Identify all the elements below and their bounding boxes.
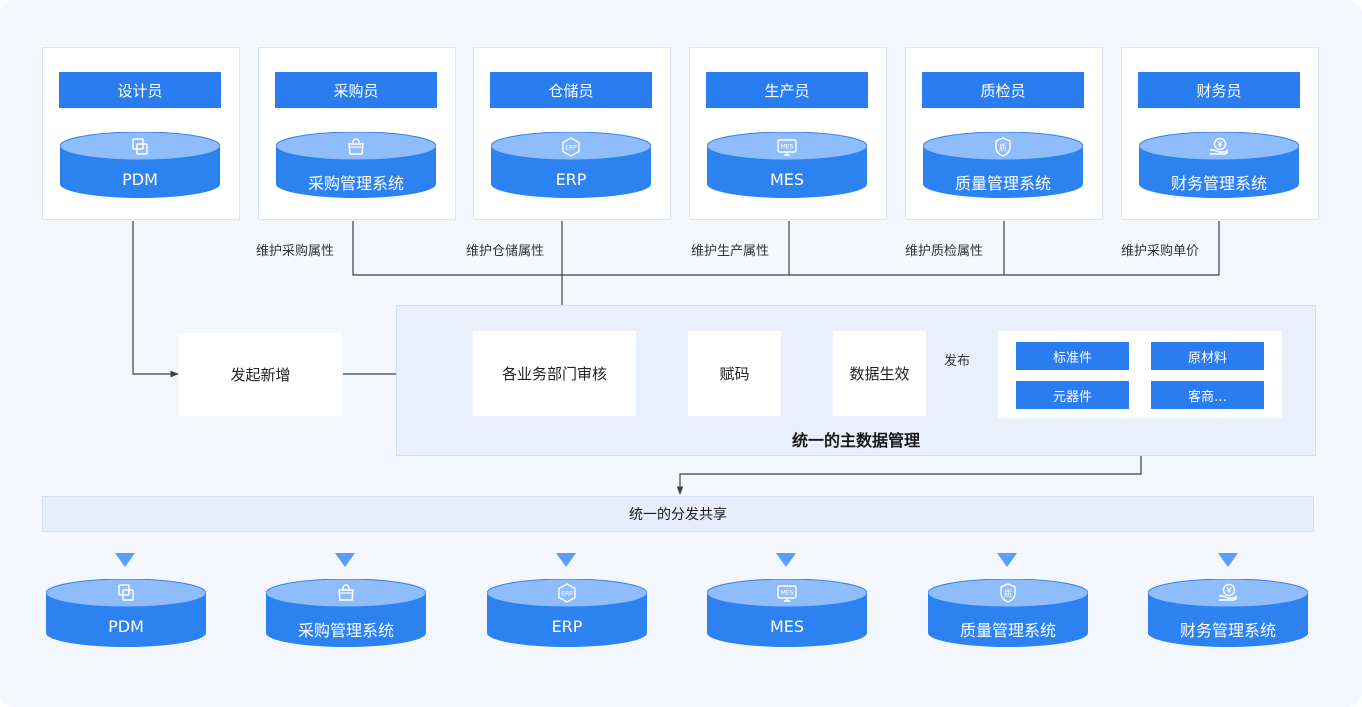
down-arrow-icon — [997, 553, 1017, 567]
role-label: 财务员 — [1138, 72, 1300, 108]
shopping-basket-icon — [338, 584, 354, 601]
wire-pdm-to-initiate — [132, 221, 179, 378]
system-cylinder-procurement: 采购管理系统 — [276, 132, 436, 198]
role-card-finance: 财务员 财务管理系统 — [1121, 47, 1319, 220]
down-arrow-icon — [776, 553, 796, 567]
system-name: 质量管理系统 — [959, 621, 1056, 640]
step-initiate: 发起新增 — [179, 333, 342, 416]
pdm-layers-icon — [132, 138, 148, 155]
system-name: 财务管理系统 — [1179, 621, 1276, 640]
target-cylinder-procurement: 采购管理系统 — [266, 579, 426, 647]
system-cylinder-quality: 质 质量管理系统 — [923, 132, 1083, 198]
finance-hand-coin-icon — [1210, 137, 1229, 155]
edge-label-purchase-price: 维护采购单价 — [1121, 244, 1200, 259]
down-arrow-icon — [1218, 553, 1238, 567]
distribution-bar: 统一的分发共享 — [42, 496, 1314, 532]
step-data-activate: 数据生效 — [833, 331, 926, 416]
role-label: 仓储员 — [490, 72, 652, 108]
panel-title: 统一的主数据管理 — [791, 431, 920, 450]
quality-icon-text: 质 — [1004, 589, 1012, 599]
edge-label-production-attr: 维护生产属性 — [691, 244, 770, 259]
role-label: 生产员 — [706, 72, 868, 108]
role-card-purchaser: 采购员 采购管理系统 — [258, 47, 456, 220]
edge-label-storage-attr: 维护仓储属性 — [466, 244, 545, 259]
system-cylinder-finance: 财务管理系统 — [1139, 132, 1299, 198]
role-label: 质检员 — [922, 72, 1084, 108]
system-name: 采购管理系统 — [297, 621, 394, 640]
role-card-production: 生产员 MES MES — [689, 47, 887, 220]
system-cylinder-mes: MES MES — [707, 132, 867, 198]
target-cylinder-pdm: PDM — [46, 579, 206, 647]
mes-icon-text: MES — [781, 590, 794, 597]
finance-hand-coin-icon — [1219, 583, 1238, 601]
published-data-types: 标准件 原材料 元器件 客商… — [998, 331, 1282, 418]
down-arrow-icon — [115, 553, 135, 567]
shopping-basket-icon — [348, 138, 364, 155]
system-name: 财务管理系统 — [1170, 174, 1267, 193]
target-cylinder-mes: MES MES — [707, 579, 867, 647]
step-assign-code: 赋码 — [688, 331, 781, 416]
target-cylinder-finance: 财务管理系统 — [1148, 579, 1308, 647]
step-department-review: 各业务部门审核 — [473, 331, 636, 416]
data-type-components: 元器件 — [1016, 381, 1129, 409]
down-arrow-icon — [335, 553, 355, 567]
mes-monitor-icon: MES — [777, 585, 797, 602]
role-label: 设计员 — [59, 72, 221, 108]
system-name: 采购管理系统 — [307, 174, 404, 193]
down-arrow-icon — [556, 553, 576, 567]
system-name: PDM — [108, 617, 144, 636]
system-cylinder-pdm: PDM — [60, 132, 220, 198]
data-type-raw-materials: 原材料 — [1151, 342, 1264, 370]
mes-monitor-icon: MES — [777, 139, 797, 156]
mes-icon-text: MES — [781, 144, 794, 151]
data-type-standard-parts: 标准件 — [1016, 342, 1129, 370]
quality-icon-text: 质 — [999, 143, 1007, 153]
system-name: ERP — [551, 617, 583, 636]
target-cylinder-quality: 质 质量管理系统 — [928, 579, 1088, 647]
system-name: MES — [769, 617, 805, 636]
system-name: MES — [769, 170, 805, 189]
system-name: 质量管理系统 — [954, 174, 1051, 193]
role-label: 采购员 — [275, 72, 437, 108]
edge-label-quality-attr: 维护质检属性 — [905, 244, 984, 259]
role-card-warehouse: 仓储员 ERP ERP — [473, 47, 671, 220]
erp-icon-text: ERP — [561, 591, 573, 598]
erp-badge-icon: ERP — [562, 137, 580, 157]
pdm-layers-icon — [118, 584, 134, 601]
system-cylinder-erp: ERP ERP — [491, 132, 651, 198]
role-card-quality-inspector: 质检员 质 质量管理系统 — [905, 47, 1103, 220]
edge-label-purchase-attr: 维护采购属性 — [256, 244, 335, 259]
role-card-designer: 设计员 PDM — [42, 47, 240, 220]
erp-badge-icon: ERP — [558, 583, 576, 603]
quality-shield-icon: 质 — [995, 137, 1011, 157]
edge-label-publish: 发布 — [944, 354, 971, 369]
system-name: PDM — [122, 170, 158, 189]
target-cylinder-erp: ERP ERP — [487, 579, 647, 647]
quality-shield-icon: 质 — [1000, 583, 1016, 603]
erp-icon-text: ERP — [565, 145, 577, 152]
data-type-vendors: 客商… — [1151, 381, 1264, 409]
system-name: ERP — [555, 170, 587, 189]
